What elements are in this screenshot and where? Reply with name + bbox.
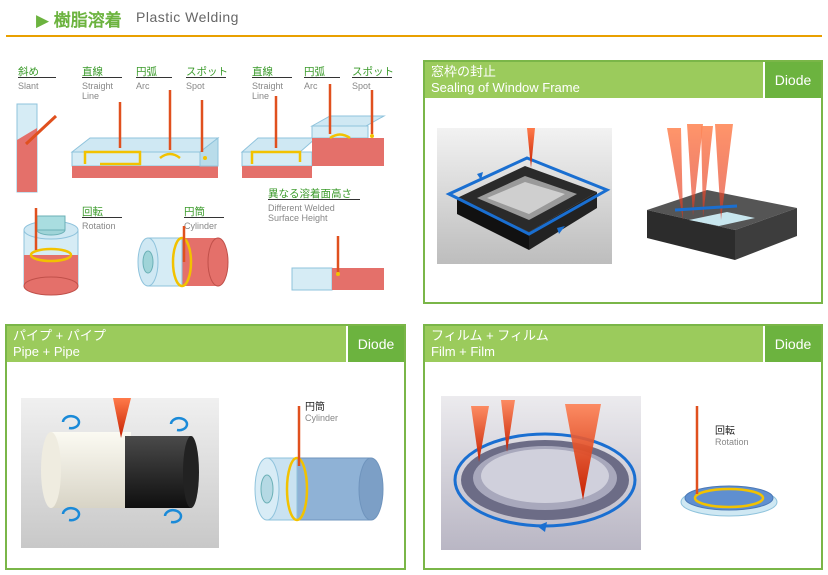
- label-spot-jp: スポット: [186, 66, 228, 78]
- label-underline: [18, 77, 56, 78]
- label-rotation: 回転 Rotation: [82, 204, 122, 231]
- panel-pipe-pipe: パイプ + パイプ Pipe + Pipe Diode: [5, 324, 406, 570]
- panel-window-frame: 窓枠の封止 Sealing of Window Frame Diode: [423, 60, 823, 304]
- label-arc-jp: 円弧: [136, 66, 157, 78]
- pipe-photo: [21, 398, 219, 548]
- label-arc-1: 円弧 Arc: [136, 64, 172, 91]
- label-rotation-en: Rotation: [82, 221, 116, 231]
- panel-title-jp: パイプ + パイプ: [13, 328, 106, 343]
- panel-header: パイプ + パイプ Pipe + Pipe Diode: [7, 326, 404, 362]
- label-arc-en: Arc: [304, 81, 318, 91]
- panel-header: フィルム + フィルム Film + Film Diode: [425, 326, 821, 362]
- pipe-cylinder-diagram: [254, 406, 384, 522]
- label-different-height: 異なる溶着面高さ Different Welded Surface Height: [268, 186, 360, 223]
- label-straight-en1: Straight: [82, 81, 114, 91]
- diode-badge: Diode: [763, 326, 821, 362]
- label-underline: [82, 77, 122, 78]
- label-underline: [136, 77, 172, 78]
- label-straight-en1: Straight: [252, 81, 284, 91]
- label-cylinder-jp: 円筒: [184, 206, 205, 218]
- panel-title-en: Pipe + Pipe: [13, 344, 80, 359]
- label-arc-en: Arc: [136, 81, 150, 91]
- label-spot-2: スポット Spot: [352, 64, 394, 91]
- label-underline: [186, 77, 226, 78]
- panel-title-jp: 窓枠の封止: [431, 64, 497, 79]
- header-rule: [6, 35, 822, 37]
- label-underline: [252, 77, 292, 78]
- rotation-diagram: [23, 208, 79, 296]
- film-photo: [441, 396, 641, 550]
- caption-en: Cylinder: [305, 413, 339, 423]
- panel-title-en: Sealing of Window Frame: [431, 80, 580, 95]
- label-cylinder: 円筒 Cylinder: [184, 204, 224, 231]
- diode-badge: Diode: [346, 326, 404, 362]
- label-spot-en: Spot: [352, 81, 371, 91]
- diode-badge: Diode: [763, 62, 821, 98]
- panel-film-film: フィルム + フィルム Film + Film Diode 回転 Rotatio…: [423, 324, 823, 570]
- label-spot-jp: スポット: [352, 66, 394, 78]
- label-slant: 斜め Slant: [18, 64, 56, 91]
- panel-title-jp: フィルム + フィルム: [431, 328, 549, 343]
- label-spot-en: Spot: [186, 81, 205, 91]
- different-height-diagram: [291, 236, 384, 291]
- welding-methods-illustration: [16, 84, 386, 296]
- label-straight-en2: Line: [82, 91, 100, 101]
- label-straight-1: 直線 Straight Line: [82, 64, 122, 101]
- label-underline: [82, 217, 122, 218]
- label-arc-2: 円弧 Arc: [304, 64, 340, 91]
- label-straight-en2: Line: [252, 91, 270, 101]
- label-underline: [184, 217, 224, 218]
- label-diff-en1: Different Welded: [268, 203, 335, 213]
- slant-diagram: [16, 103, 58, 193]
- label-rotation-jp: 回転: [82, 206, 103, 218]
- label-slant-en: Slant: [18, 81, 39, 91]
- label-arc-jp: 円弧: [304, 66, 325, 78]
- label-slant-jp: 斜め: [18, 66, 39, 78]
- panel-header: 窓枠の封止 Sealing of Window Frame Diode: [425, 62, 821, 98]
- page-subtitle: Plastic Welding: [136, 9, 239, 25]
- label-underline: [352, 77, 392, 78]
- page-title: ▶ 樹脂溶着: [36, 11, 122, 30]
- block-diagram-1: [70, 90, 220, 178]
- label-diff-jp: 異なる溶着面高さ: [268, 188, 352, 200]
- window-frame-laser-diagram: [647, 124, 797, 260]
- film-caption: 回転 Rotation: [715, 422, 749, 447]
- label-straight-2: 直線 Straight Line: [252, 64, 292, 101]
- pipe-caption: 円筒 Cylinder: [305, 398, 338, 423]
- label-diff-en2: Surface Height: [268, 213, 328, 223]
- label-straight-jp: 直線: [82, 66, 103, 78]
- label-underline: [268, 199, 360, 200]
- caption-jp: 回転: [715, 426, 735, 437]
- film-rotation-diagram: [680, 406, 778, 517]
- panel-title-en: Film + Film: [431, 344, 495, 359]
- caption-jp: 円筒: [305, 402, 325, 413]
- caption-en: Rotation: [715, 437, 749, 447]
- label-straight-jp: 直線: [252, 66, 273, 78]
- label-underline: [304, 77, 340, 78]
- cylinder-diagram: [137, 226, 229, 288]
- label-spot-1: スポット Spot: [186, 64, 228, 91]
- block-diagram-2: [240, 84, 386, 178]
- label-cylinder-en: Cylinder: [184, 221, 218, 231]
- window-frame-photo: [437, 128, 612, 264]
